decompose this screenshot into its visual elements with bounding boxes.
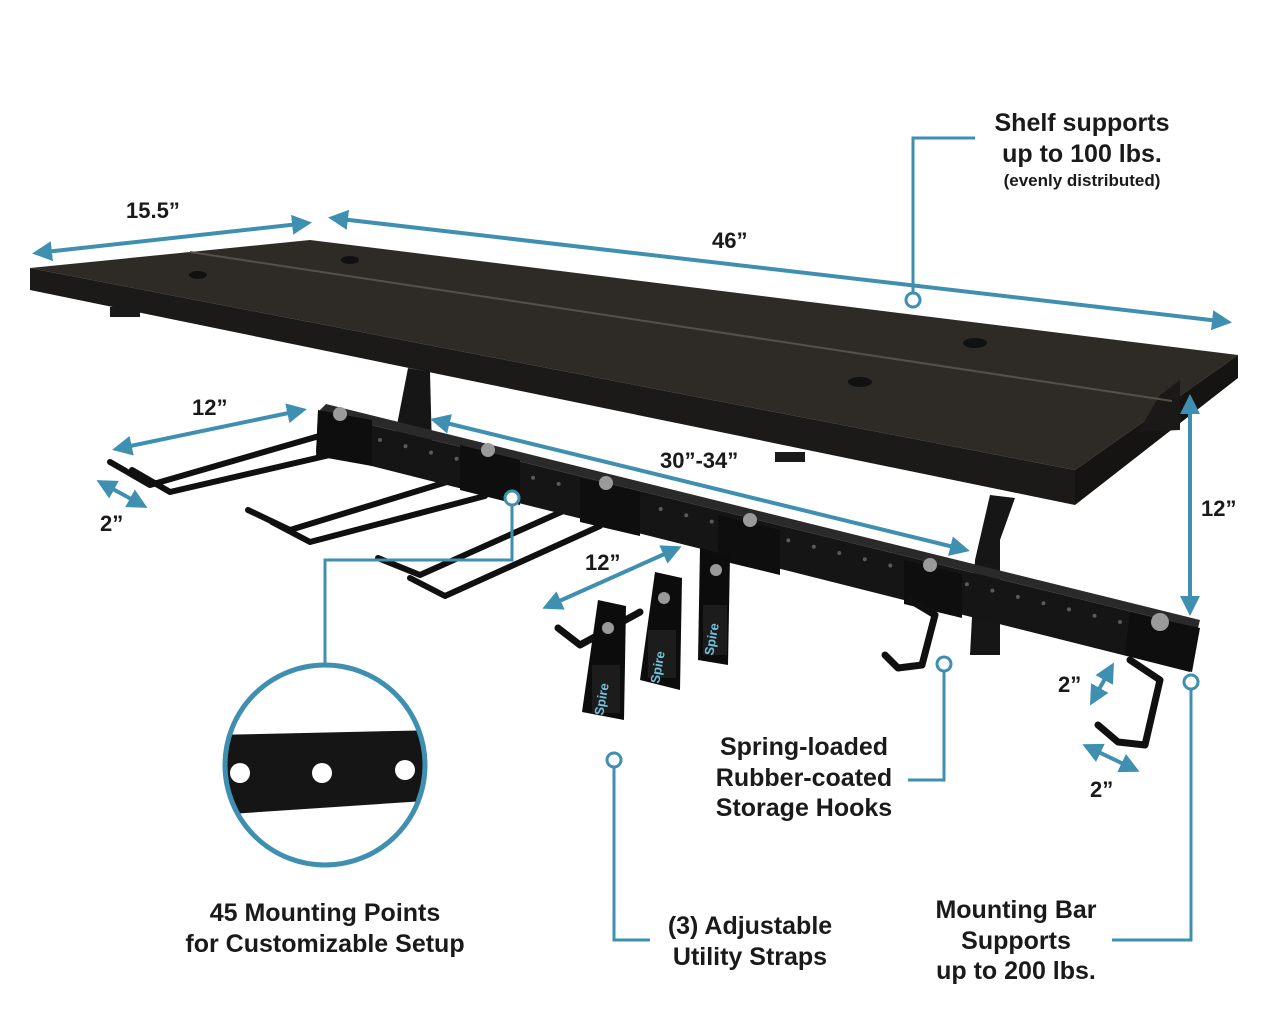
shelf-mount-tab	[110, 307, 140, 317]
height-label: 12”	[1201, 496, 1237, 521]
zoom-detail	[222, 662, 428, 868]
shelf-mount-tab-right	[775, 452, 805, 462]
shelf-callout-line2: up to 100 lbs.	[1002, 139, 1162, 168]
shelf-width-label: 46”	[712, 228, 748, 253]
bar-hole	[862, 557, 867, 562]
strap-hook-width-arrow	[542, 545, 682, 610]
bar-hole	[786, 538, 791, 543]
dimension-arrows	[32, 209, 1232, 773]
bar-clamp-left	[316, 407, 372, 466]
bar-hole	[964, 582, 969, 587]
spring-hook-1	[881, 596, 939, 672]
strap-logo-2: Spire	[647, 650, 667, 685]
shelf-screw-4	[963, 338, 987, 348]
shelf-capacity-callout: Shelf supports up to 100 lbs. (evenly di…	[994, 108, 1169, 192]
bar-hole	[888, 563, 893, 568]
bar-hole	[429, 450, 433, 455]
shelf-screw-2	[341, 256, 359, 264]
mounting-bar-line3: up to 200 lbs.	[936, 957, 1096, 985]
mounting-points-line2: for Customizable Setup	[185, 929, 465, 958]
hook-width-arrow-left	[112, 403, 307, 456]
mounting-points-leader	[323, 500, 514, 665]
bar-hole	[837, 551, 842, 555]
mounting-bar-leader	[1112, 682, 1193, 942]
mounting-bar-line2: Supports	[961, 926, 1071, 955]
zoom-hole-1	[230, 763, 250, 783]
utility-strap-3: Spire	[698, 548, 730, 665]
bar-hole	[709, 519, 714, 524]
end-hook-horizontal-label: 2”	[1090, 777, 1114, 802]
bar-hole	[811, 544, 816, 549]
zoom-ring	[222, 662, 428, 868]
bar-hole	[1067, 607, 1071, 612]
end-hook-horizontal-arrow	[1082, 743, 1140, 773]
hooks-leader	[908, 664, 946, 782]
end-hook-vertical-label: 2”	[1058, 672, 1082, 697]
bar-hole	[1041, 601, 1046, 606]
utility-strap-2: Spire	[640, 572, 682, 690]
utility-strap-1: Spire	[582, 600, 626, 720]
hook-depth-arrow-left	[96, 480, 148, 508]
straps-callout: (3) Adjustable Utility Straps	[668, 911, 832, 972]
shelf-screw-3	[848, 377, 872, 387]
shelf-callout-dot	[904, 291, 922, 309]
strap-hook-width-label: 12”	[585, 550, 621, 575]
straps-line1: (3) Adjustable	[667, 912, 833, 940]
hooks-line3: Storage Hooks	[715, 794, 893, 822]
bar-hole	[1092, 613, 1097, 618]
hooks-line1: Spring-loaded	[719, 733, 889, 761]
shelf-back-bracket	[1138, 380, 1180, 432]
mounting-bar-line1: Mounting Bar	[935, 896, 1097, 924]
hook-depth-label-left: 2”	[100, 511, 124, 536]
shelf-screw-1	[189, 271, 207, 279]
bar-hole	[1015, 594, 1020, 599]
shelf-width-arrow	[328, 209, 1232, 331]
bar-hole	[556, 481, 561, 486]
callout-leaders	[323, 136, 1193, 942]
mounting-points-dot	[503, 489, 521, 507]
mounting-bar-dot	[1182, 673, 1200, 691]
end-hook-vertical-arrow	[1090, 662, 1114, 706]
bar-span-label: 30”-34”	[660, 448, 739, 473]
spring-hook-end	[1094, 656, 1164, 749]
bar-hole	[684, 513, 689, 518]
mounting-points-callout: 45 Mounting Points for Customizable Setu…	[185, 898, 464, 959]
shelf-callout-line1: Shelf supports	[994, 109, 1170, 137]
bar-hole	[454, 456, 459, 461]
bar-hole	[378, 438, 382, 442]
hook-width-label-left: 12”	[192, 395, 228, 420]
strap-logo-1: Spire	[591, 682, 611, 717]
storage-hook-arm-3	[375, 505, 603, 599]
shelf-depth-label: 15.5”	[126, 198, 180, 223]
hooks-dot	[935, 655, 953, 673]
shelf-callout-note: (evenly distributed)	[1003, 171, 1161, 190]
bar-hole	[531, 475, 536, 480]
shelf-depth-arrow	[32, 214, 312, 262]
bar-hole	[1118, 620, 1122, 624]
storage-hook-arm-2	[245, 475, 488, 545]
hooks-callout: Spring-loaded Rubber-coated Storage Hook…	[716, 732, 892, 824]
bar-end-cap	[1125, 612, 1200, 672]
shelf-callout-leader	[911, 136, 975, 293]
hooks-line2: Rubber-coated	[715, 763, 893, 792]
mounting-points-line1: 45 Mounting Points	[209, 899, 441, 927]
shelf-top-surface	[30, 240, 1238, 470]
zoom-hole-2	[312, 763, 332, 783]
straps-dot	[605, 751, 623, 769]
strap-logo-3: Spire	[701, 622, 721, 657]
callout-dots	[503, 291, 1200, 769]
bar-span-arrow	[430, 414, 970, 556]
straps-line2: Utility Straps	[672, 942, 828, 971]
bar-hole	[990, 588, 995, 593]
mounting-bar-callout: Mounting Bar Supports up to 200 lbs.	[935, 895, 1096, 987]
straps-leader	[612, 760, 650, 942]
zoom-hole-3	[395, 760, 415, 780]
bar-hole	[658, 507, 663, 511]
bar-hole	[403, 444, 408, 449]
